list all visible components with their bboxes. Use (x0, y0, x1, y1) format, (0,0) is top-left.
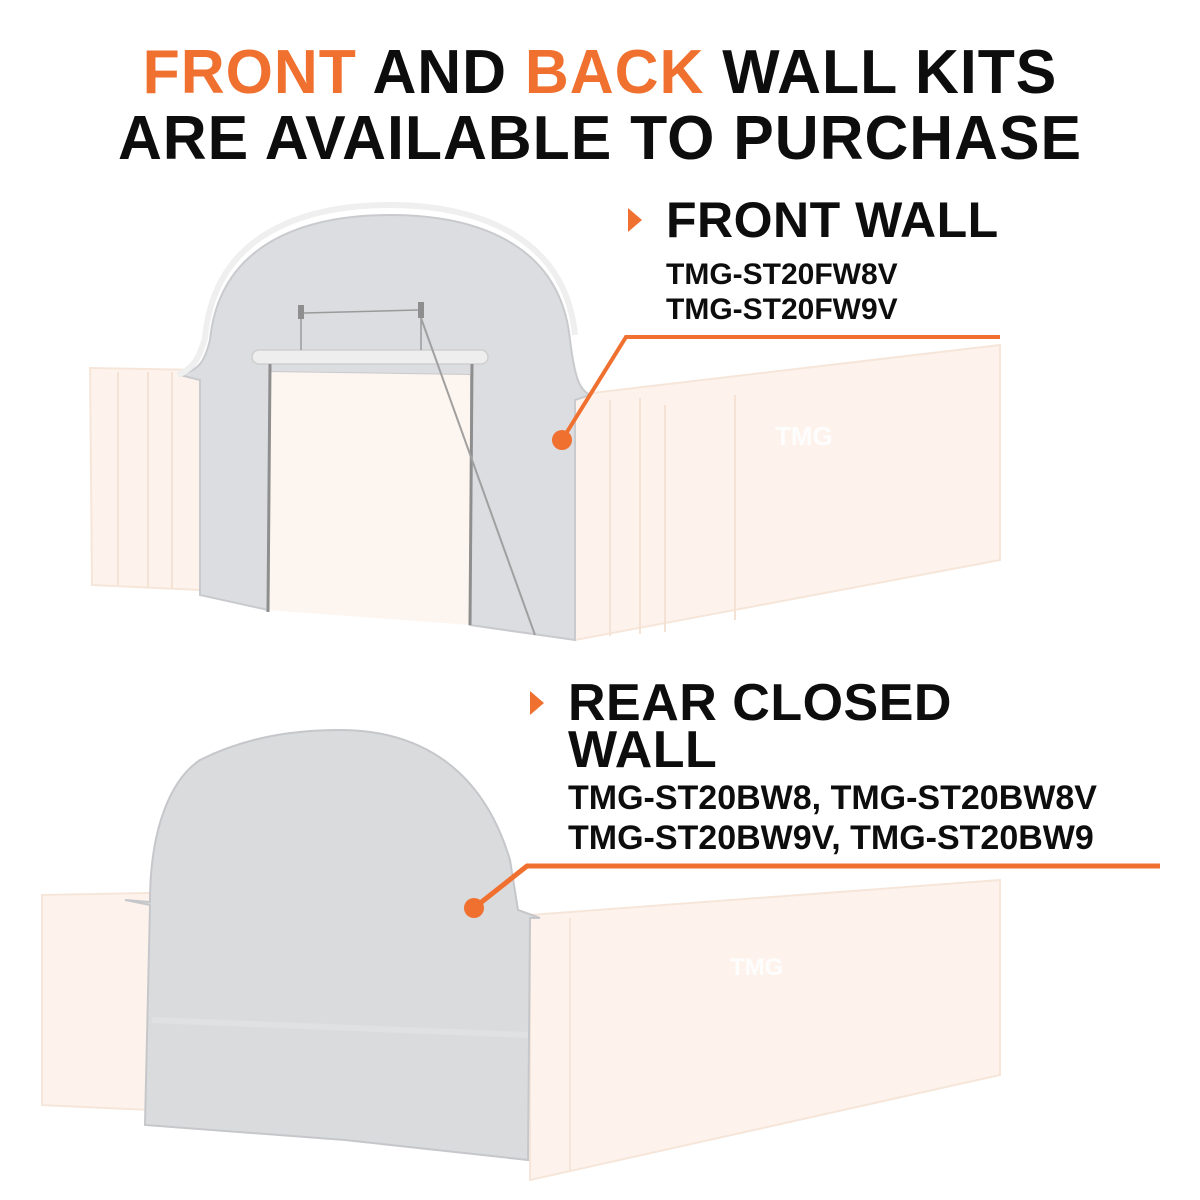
headline-and: AND (356, 38, 525, 107)
rear-wall-sku-line-2: TMG-ST20BW9V, TMG-ST20BW9 (568, 819, 1094, 857)
front-wall-sku-2: TMG-ST20FW9V (666, 293, 898, 326)
rear-wall-sku-line-1: TMG-ST20BW8, TMG-ST20BW8V (568, 779, 1097, 817)
triangle-right-icon (530, 691, 544, 715)
svg-text:TMG: TMG (775, 421, 833, 451)
triangle-right-icon (628, 208, 642, 232)
front-wall-fabric (176, 201, 593, 642)
headline-front: FRONT (142, 38, 357, 107)
front-wall-callout-line (560, 335, 1000, 442)
rear-wall-callout-line (472, 863, 1160, 910)
right-container-bottom: TMG (529, 878, 1001, 1182)
headline-wall-kits: WALL KITS (704, 38, 1058, 107)
svg-text:TMG: TMG (730, 954, 783, 981)
front-wall-title: FRONT WALL (666, 192, 999, 248)
headline-back: BACK (524, 38, 705, 107)
callout-dot-icon (464, 898, 484, 918)
headline-line-2: ARE AVAILABLE TO PURCHASE (117, 104, 1083, 173)
rear-wall-title-line-2: WALL (568, 721, 718, 779)
front-wall-sku-1: TMG-ST20FW8V (666, 258, 898, 291)
headline-line-1: FRONT AND BACK WALL KITS (12, 40, 1188, 106)
rear-wall-fabric (124, 728, 541, 1162)
rear-wall-title-line-1: REAR CLOSED (568, 674, 952, 732)
callout-dot-icon (552, 430, 572, 450)
